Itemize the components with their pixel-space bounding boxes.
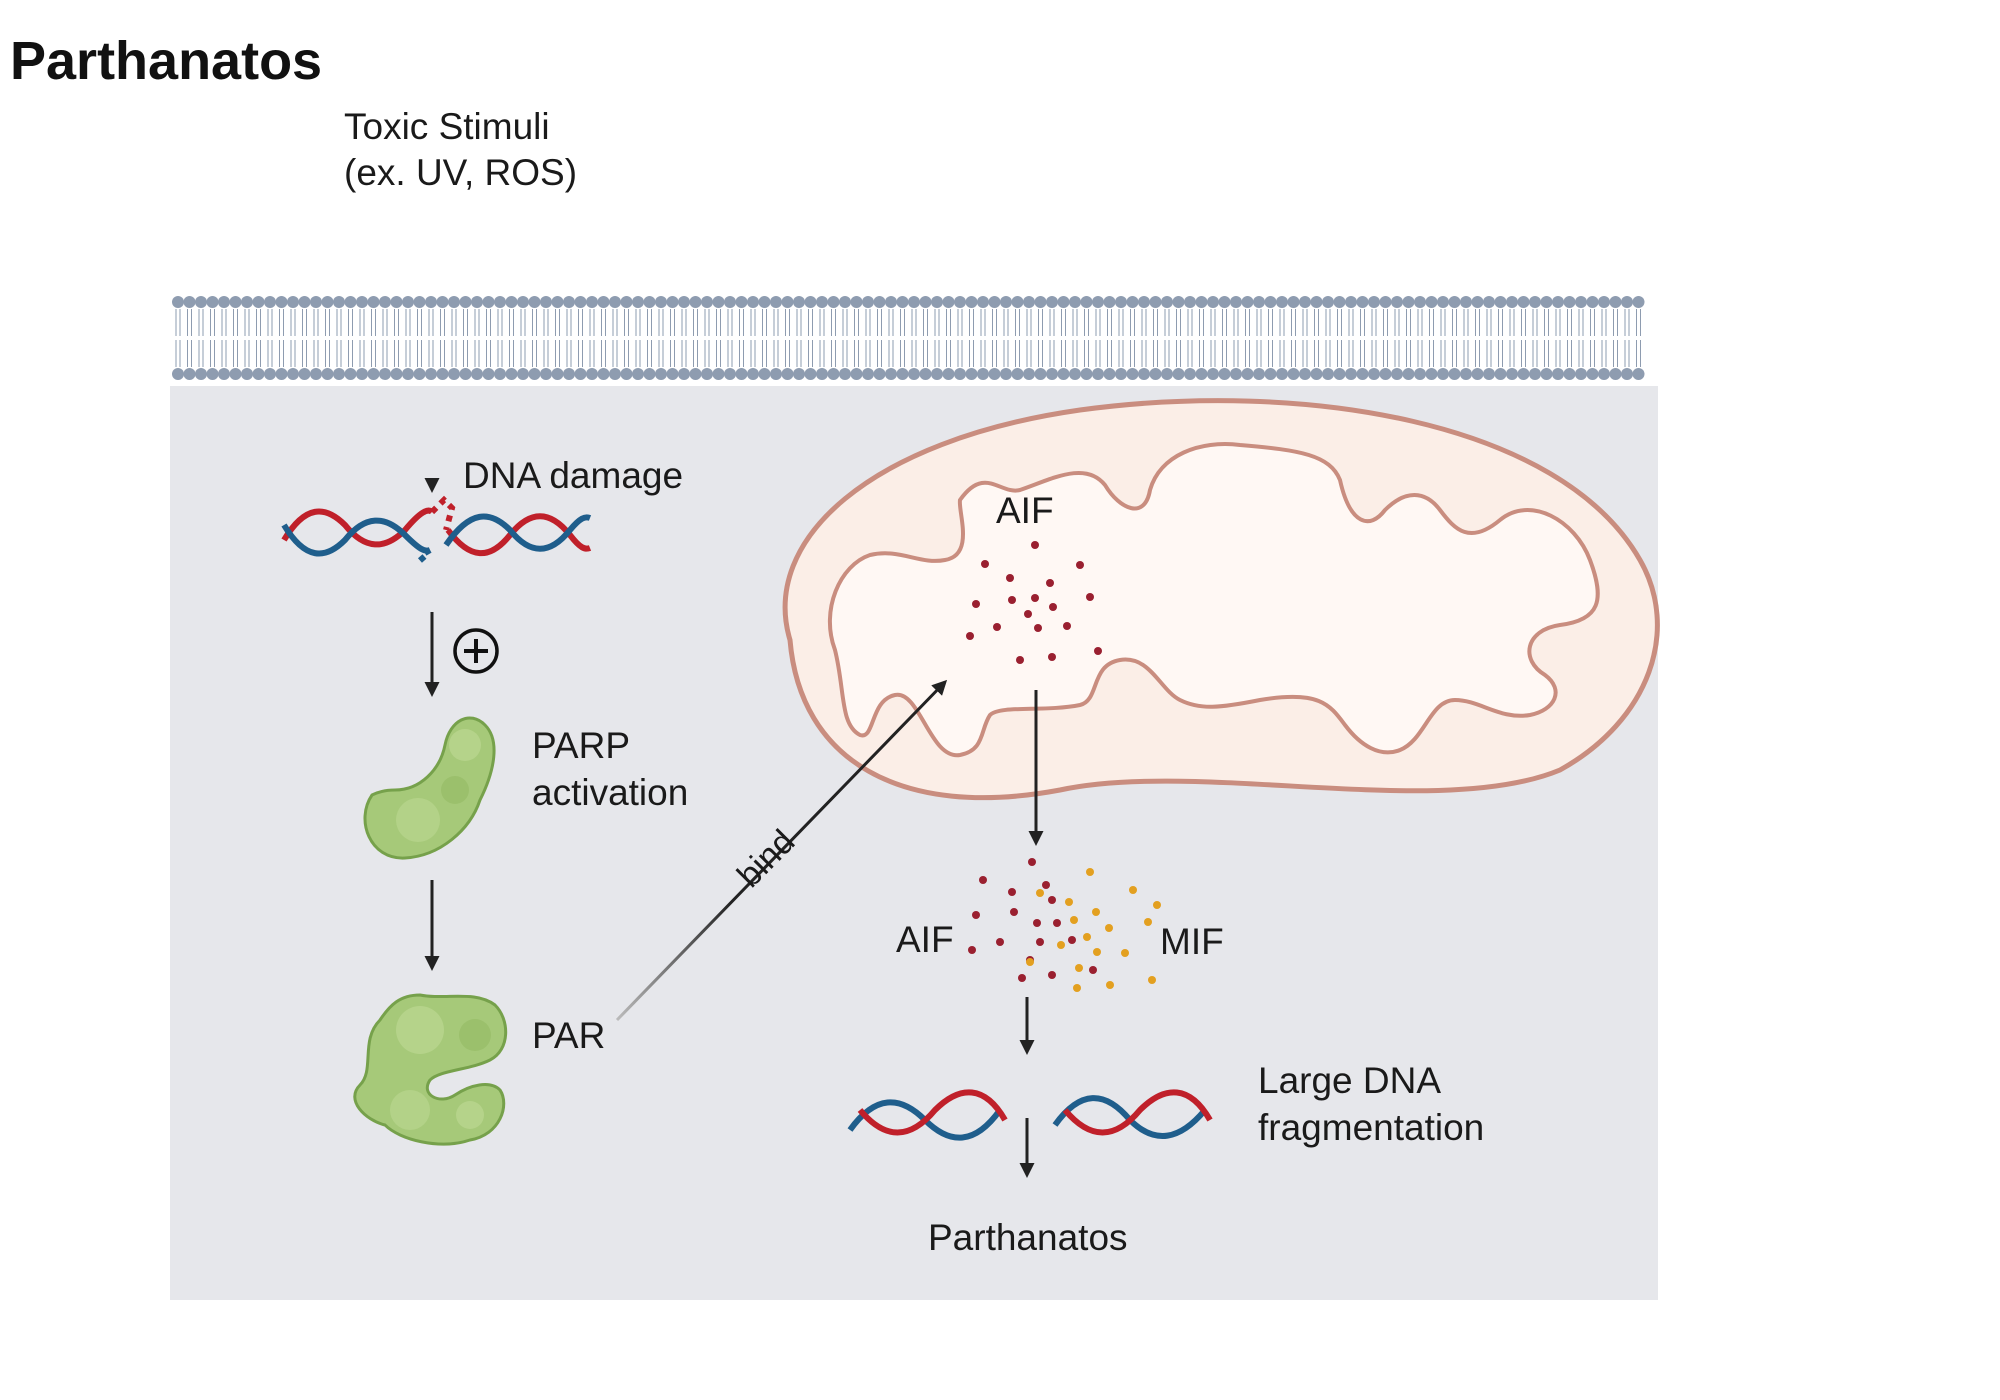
- damaged-dna-icon: [281, 495, 592, 567]
- dna-fragment-left-icon: [847, 1089, 1008, 1141]
- arrow-par-to-aif: [615, 679, 948, 1022]
- page-title: Parthanatos: [10, 31, 323, 91]
- parp-label: PARP: [532, 725, 631, 766]
- par-label: PAR: [532, 1015, 606, 1056]
- activation-plus-icon: [453, 628, 499, 674]
- large-dna-label: Large DNA: [1258, 1060, 1442, 1101]
- mitochondrion: [782, 398, 1660, 801]
- toxic-stimuli-examples-label: (ex. UV, ROS): [344, 152, 578, 193]
- aif-particles-inside: [966, 541, 1102, 664]
- aif-mitochondrion-label: AIF: [996, 490, 1054, 531]
- parp-activation-label: activation: [532, 772, 689, 813]
- par-protein-icon: [353, 993, 508, 1146]
- mif-label: MIF: [1160, 921, 1224, 962]
- fragmentation-label: fragmentation: [1258, 1107, 1485, 1148]
- mitochondrion-cristae: [827, 442, 1600, 758]
- aif-mif-released-particles: [968, 858, 1161, 992]
- cell-membrane: [172, 296, 1645, 380]
- parthanatos-outcome-label: Parthanatos: [928, 1217, 1128, 1258]
- aif-released-label: AIF: [896, 919, 954, 960]
- dna-damage-label: DNA damage: [463, 455, 684, 496]
- toxic-stimuli-label: Toxic Stimuli: [344, 106, 550, 147]
- dna-fragment-right-icon: [1052, 1089, 1213, 1139]
- parp-protein-icon: [363, 716, 496, 860]
